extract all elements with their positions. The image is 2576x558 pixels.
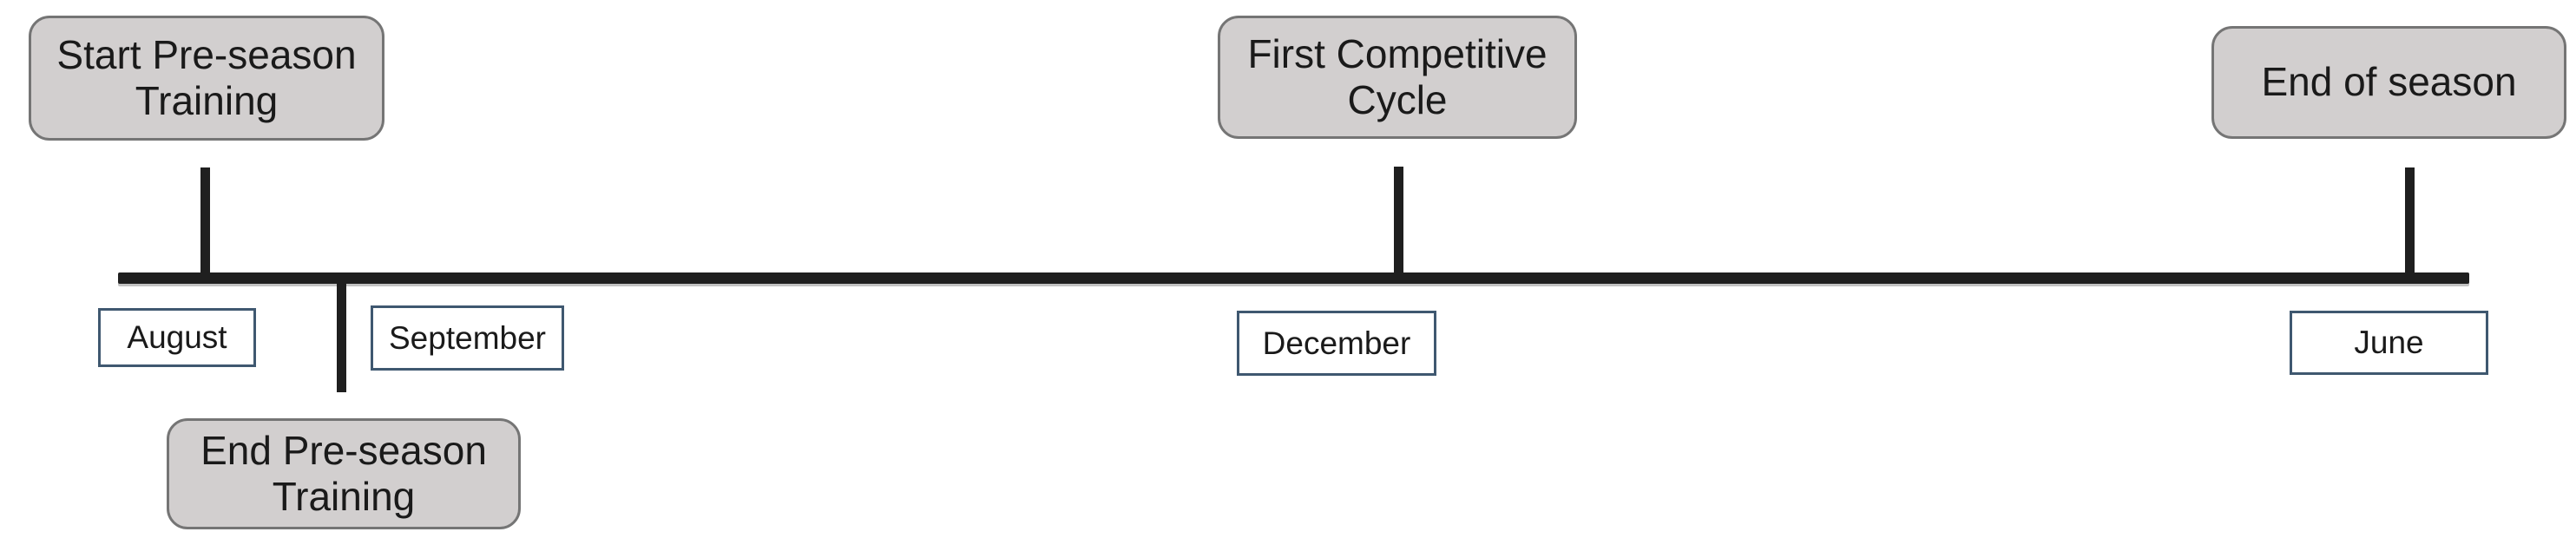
event-box-first-competitive: First Competitive Cycle — [1218, 16, 1577, 139]
connector-end-of-season — [2405, 167, 2415, 281]
event-box-end-preseason: End Pre-season Training — [167, 418, 521, 529]
month-box-december: December — [1237, 311, 1436, 376]
event-box-start-preseason: Start Pre-season Training — [29, 16, 384, 141]
event-label-end-of-season: End of season — [2261, 59, 2517, 105]
month-label-september: September — [389, 319, 546, 356]
month-label-june: June — [2354, 325, 2424, 360]
month-label-august: August — [127, 319, 227, 355]
month-box-august: August — [98, 308, 256, 367]
event-box-end-of-season: End of season — [2211, 26, 2566, 139]
connector-first-competitive — [1394, 167, 1403, 281]
event-label-end-preseason: End Pre-season Training — [200, 427, 487, 519]
month-box-june: June — [2290, 311, 2488, 375]
event-label-start-preseason: Start Pre-season Training — [56, 31, 357, 123]
month-box-september: September — [371, 305, 564, 371]
event-label-first-competitive: First Competitive Cycle — [1247, 30, 1548, 122]
month-label-december: December — [1262, 325, 1411, 361]
connector-start-preseason — [200, 167, 210, 282]
connector-end-preseason — [337, 278, 346, 392]
timeline-axis — [118, 272, 2469, 284]
